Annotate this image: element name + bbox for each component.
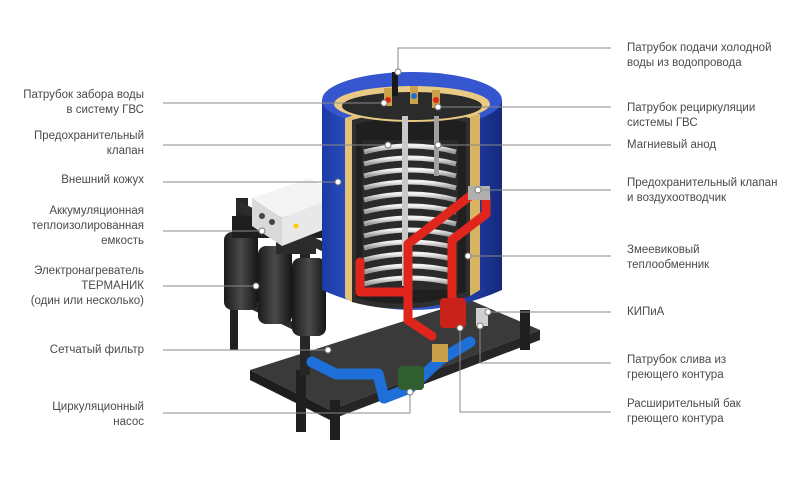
label-magnesium-anode: Магниевый анод [627,139,717,151]
top-fittings [384,72,440,108]
label-safety-valve-left: Предохранительный клапан [34,130,144,157]
label-cold-water-inlet: Патрубок подачи холодной воды из водопро… [627,42,772,69]
leader-lines [163,47,611,414]
label-hot-water-outlet: Патрубок забора воды в систему ГВС [23,89,144,116]
label-recirculation-pipe: Патрубок рециркуляции системы ГВС [627,102,756,129]
label-instrumentation: КИПиА [627,306,665,318]
leader-endpoints [252,68,492,396]
mesh-filter [432,344,448,362]
label-expansion-tank: Расширительный бак греющего контура [627,398,741,425]
label-mesh-filter: Сетчатый фильтр [49,344,144,356]
label-heater: Электронагреватель ТЕРМАНИК (один или не… [30,265,144,307]
circulation-pump [398,366,424,390]
circulation-pipes [306,336,476,404]
label-outer-casing: Внешний кожух [61,174,144,186]
heating-circuit-pipes [355,191,491,341]
label-storage-tank: Аккумуляционная теплоизолированная емкос… [31,205,144,247]
label-safety-valve-air-vent: Предохранительный клапан и воздухоотводч… [627,177,778,204]
label-circulation-pump: Циркуляционный насос [52,401,144,428]
label-drain-pipe: Патрубок слива из греющего контура [627,354,727,381]
expansion-tank [440,298,466,328]
label-coil-exchanger: Змеевиковый теплообменник [627,244,710,271]
